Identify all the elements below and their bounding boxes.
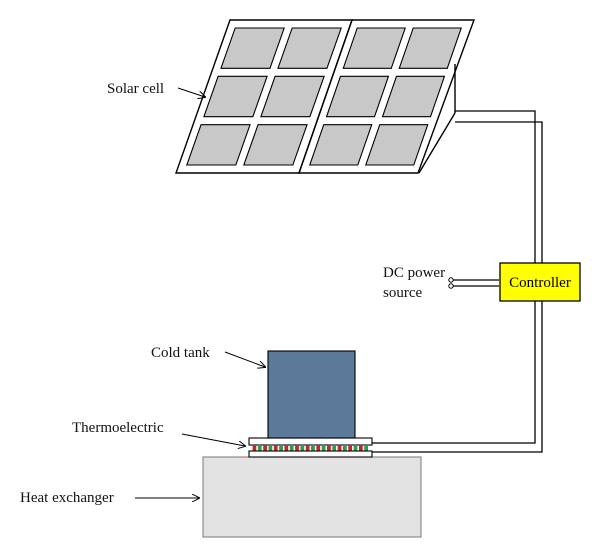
cold-tank-arrow bbox=[224, 351, 265, 367]
te-leg bbox=[364, 445, 368, 451]
te-top-plate bbox=[248, 437, 373, 446]
te-leg bbox=[311, 445, 315, 451]
solar-cell-m1-r2-c1 bbox=[203, 75, 268, 118]
te-leg bbox=[337, 445, 342, 451]
controller-label: Controller bbox=[509, 275, 571, 291]
solar-cell-m2-r3-c2 bbox=[364, 124, 429, 166]
te-leg bbox=[273, 445, 278, 451]
solar-cell-m1-r3-c2 bbox=[243, 124, 308, 166]
te-leg bbox=[305, 445, 310, 451]
wiring bbox=[372, 110, 543, 453]
panel-frame-right bbox=[298, 19, 476, 174]
dc-terminal-bottom bbox=[448, 283, 454, 289]
te-leg bbox=[300, 445, 305, 451]
te-leg bbox=[327, 445, 331, 451]
te-leg bbox=[343, 445, 347, 451]
solar-cell-m2-r1-c2 bbox=[398, 27, 463, 69]
heat-exchanger-label: Heat exchanger bbox=[20, 490, 114, 506]
te-leg bbox=[316, 445, 321, 451]
te-leg bbox=[289, 445, 294, 451]
thermoelectric-arrow bbox=[181, 433, 245, 446]
te-leg bbox=[279, 445, 283, 451]
heat-exchanger-block bbox=[202, 456, 422, 538]
solar-cells bbox=[186, 27, 463, 166]
solar-cell-m1-r3-c1 bbox=[186, 124, 251, 166]
cold-tank-label: Cold tank bbox=[151, 345, 210, 361]
solar-cell-m1-r1-c2 bbox=[277, 27, 342, 69]
te-leg bbox=[284, 445, 289, 451]
te-leg bbox=[321, 445, 326, 451]
solar-cell-m1-r1-c1 bbox=[220, 27, 285, 69]
thermoelectric-module bbox=[248, 437, 373, 458]
te-leg bbox=[348, 445, 353, 451]
wire-panel-controller-b bbox=[455, 121, 543, 263]
thermoelectric-label: Thermoelectric bbox=[72, 420, 164, 436]
te-leg bbox=[263, 445, 267, 451]
cold-tank-block bbox=[267, 350, 356, 439]
solar-panel bbox=[175, 19, 476, 174]
te-leg bbox=[358, 445, 363, 451]
te-leg bbox=[353, 445, 358, 451]
wire-controller-te-b bbox=[372, 301, 543, 453]
te-leg bbox=[295, 445, 299, 451]
te-bottom-plate bbox=[248, 450, 373, 458]
solar-cell-m2-r3-c1 bbox=[308, 124, 373, 166]
te-legs bbox=[252, 445, 368, 451]
te-leg bbox=[252, 445, 257, 451]
solar-cell-label: Solar cell bbox=[107, 81, 164, 97]
solar-cell-m2-r2-c2 bbox=[381, 75, 446, 118]
dc-power-label-line2: source bbox=[383, 285, 422, 301]
wire-controller-te-a bbox=[372, 301, 536, 444]
wire-panel-controller-a bbox=[455, 110, 536, 263]
solar-cell-m2-r1-c1 bbox=[342, 27, 407, 69]
controller-box bbox=[499, 262, 581, 302]
solar-cell-arrow bbox=[177, 87, 205, 97]
dc-power-label-line1: DC power bbox=[383, 265, 445, 281]
te-leg bbox=[268, 445, 273, 451]
te-leg bbox=[332, 445, 337, 451]
panel-stand-brace bbox=[418, 112, 456, 174]
te-leg bbox=[257, 445, 262, 451]
dc-terminal-top bbox=[448, 277, 454, 283]
solar-cell-m2-r2-c1 bbox=[325, 75, 390, 118]
solar-cell-m1-r2-c2 bbox=[260, 75, 325, 118]
